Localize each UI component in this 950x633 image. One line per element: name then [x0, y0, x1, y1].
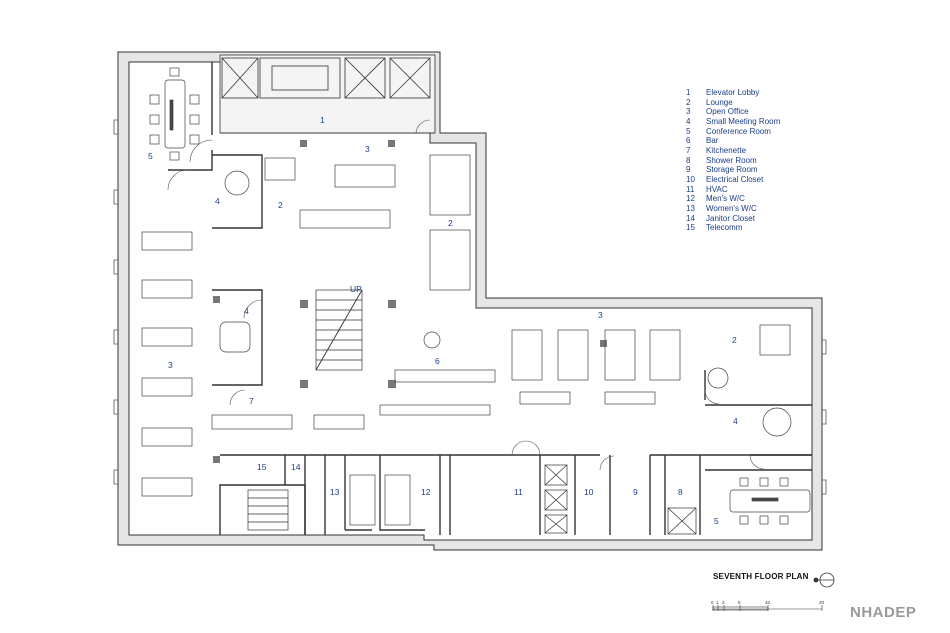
scale-tick: 10: [765, 600, 771, 605]
north-arrow-icon: [813, 572, 835, 588]
room-label-11: 11: [514, 487, 523, 497]
room-label-5-top: 5: [148, 151, 153, 161]
room-label-14: 14: [291, 462, 301, 472]
doors: [167, 119, 765, 471]
room-label-9: 9: [633, 487, 638, 497]
room-labels: 1 5 3 4 2 2 4 3 3 2 6 7 4 15 14 13 12 11…: [148, 115, 738, 526]
room-label-8: 8: [678, 487, 683, 497]
room-label-10: 10: [584, 487, 594, 497]
room-label-13: 13: [330, 487, 340, 497]
room-label-4-mid: 4: [244, 306, 249, 316]
furniture: [141, 67, 811, 526]
stair-up-label: UP: [350, 284, 362, 294]
room-label-12: 12: [421, 487, 431, 497]
scale-tick: 20: [819, 600, 825, 605]
stair: [247, 289, 363, 531]
scale-ticks: 0 1 2 5 10 20: [711, 600, 825, 605]
scale-bar: [712, 605, 823, 611]
room-label-2-left: 2: [278, 200, 283, 210]
room-label-2-lounge: 2: [448, 218, 453, 228]
shafts: [544, 464, 697, 535]
room-label-3-right: 3: [598, 310, 603, 320]
room-label-4-top: 4: [215, 196, 220, 206]
room-label-3-top: 3: [365, 144, 370, 154]
room-label-2-right: 2: [732, 335, 737, 345]
room-label-3-left: 3: [168, 360, 173, 370]
room-label-7: 7: [249, 396, 254, 406]
scale-tick: 0: [711, 600, 714, 605]
logo: NHADEP: [850, 604, 917, 621]
scale-tick: 5: [738, 600, 741, 605]
windows: [113, 119, 827, 495]
columns: [213, 140, 607, 463]
room-label-5-bottom: 5: [714, 516, 719, 526]
plan-title: SEVENTH FLOOR PLAN: [713, 572, 809, 581]
partitions: [168, 62, 812, 535]
elevator-core: [219, 54, 436, 134]
room-label-6: 6: [435, 356, 440, 366]
room-label-1: 1: [320, 115, 325, 125]
scale-tick: 2: [722, 600, 725, 605]
room-label-4-right: 4: [733, 416, 738, 426]
scale-tick: 1: [716, 600, 719, 605]
room-label-15: 15: [257, 462, 267, 472]
